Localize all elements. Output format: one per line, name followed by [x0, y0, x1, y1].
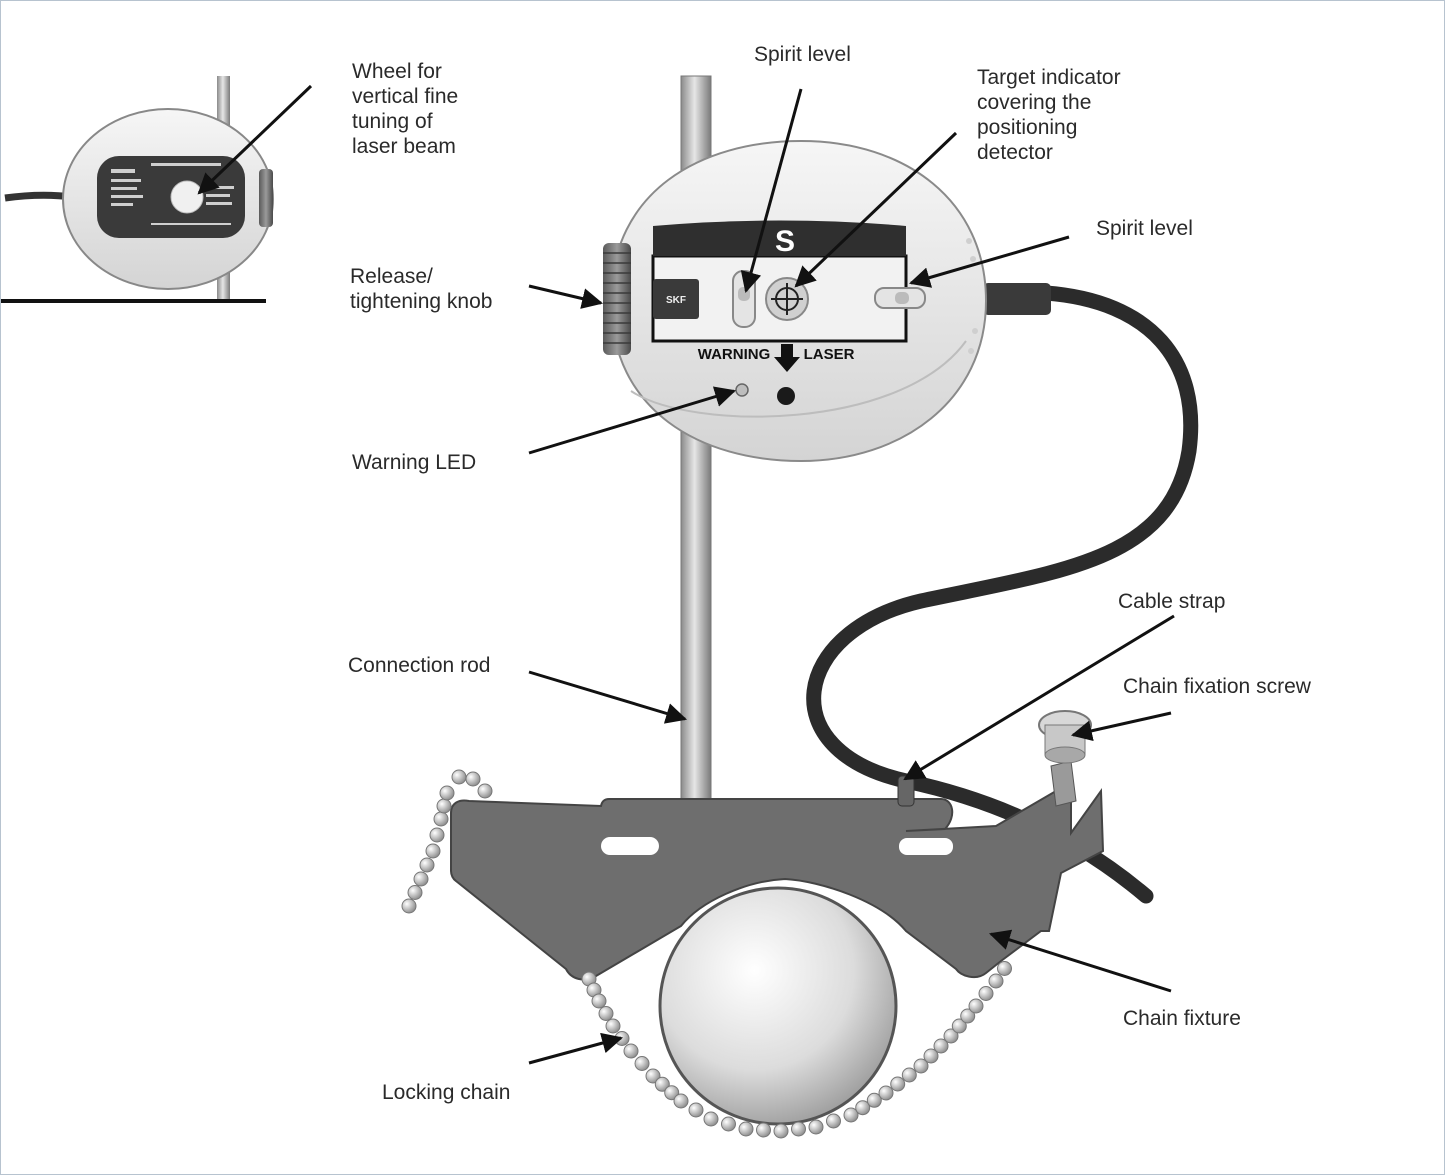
chain-bead	[477, 783, 493, 799]
chain-bead	[890, 1076, 906, 1092]
chain-bead	[968, 998, 984, 1014]
arrow-cable-strap	[903, 614, 1175, 781]
warning-text: WARNING	[698, 346, 771, 363]
chain-bead	[866, 1092, 882, 1108]
label-target-indicator: Target indicator covering the positionin…	[977, 66, 1121, 164]
plate-slot-right	[899, 838, 953, 855]
label-spirit-level-right: Spirit level	[1096, 217, 1193, 240]
chain-bead	[433, 811, 449, 827]
chain-bead	[978, 986, 994, 1001]
label-spirit-level-top: Spirit level	[754, 43, 851, 66]
inset-view	[1, 76, 274, 303]
chain-bead	[451, 769, 467, 785]
chain-bead	[413, 871, 429, 887]
chain-bead	[855, 1100, 871, 1116]
label-locking-chain: Locking chain	[382, 1081, 511, 1104]
arrow-chain-fixture	[988, 929, 1172, 993]
chain-bead	[756, 1122, 771, 1138]
arrow-spirit-level-right	[908, 235, 1070, 288]
chain-bead	[623, 1043, 639, 1059]
chain-bead	[439, 785, 455, 801]
chain-bead	[960, 1008, 976, 1024]
chain-bead	[429, 827, 445, 843]
arrow-warning-led	[528, 386, 737, 455]
arrow-wheel	[197, 84, 313, 195]
chain-bead	[419, 857, 435, 873]
chain-bead	[913, 1058, 929, 1074]
chain-bead	[703, 1111, 719, 1127]
chain-bead	[808, 1119, 824, 1135]
arrow-chain-fixation-screw	[1070, 711, 1172, 742]
chain-bead	[673, 1093, 689, 1109]
cable-connector	[983, 283, 1051, 315]
unit-letter: S	[775, 225, 795, 258]
chain-bead	[901, 1067, 917, 1083]
chain-bead	[645, 1068, 661, 1084]
arrow-target-indicator	[794, 131, 958, 288]
warning-led	[735, 383, 749, 397]
brand-badge	[653, 279, 699, 319]
chain-bead	[988, 973, 1004, 989]
arrow-release-knob	[528, 284, 604, 309]
arrow-spirit-level-top	[740, 88, 803, 294]
chain-bead	[425, 843, 441, 859]
chain-bead	[591, 993, 607, 1009]
cable-strap	[897, 775, 915, 807]
release-tightening-knob	[603, 243, 631, 355]
chain-bead	[721, 1116, 736, 1132]
chain-bead	[605, 1018, 621, 1034]
panel-top-band	[653, 220, 906, 256]
label-release-knob: Release/ tightening knob	[350, 265, 493, 313]
chain-bead	[933, 1038, 949, 1054]
chain-bead	[943, 1028, 959, 1044]
label-wheel-fine-tuning: Wheel for vertical fine tuning of laser …	[352, 60, 459, 158]
chain-bead	[843, 1107, 859, 1123]
laser-aperture	[777, 387, 795, 405]
cable	[806, 285, 1199, 904]
chain-fixation-screw	[1038, 710, 1092, 807]
chain-bead	[738, 1121, 754, 1137]
warning-arrow-icon	[774, 344, 800, 372]
chain-bead	[634, 1056, 650, 1071]
chain-bead	[407, 885, 423, 900]
inset-fine-tuning-wheel-face	[170, 180, 204, 214]
arrow-connection-rod	[528, 670, 688, 724]
label-cable-strap: Cable strap	[1118, 590, 1226, 613]
chain-bead	[878, 1085, 894, 1101]
label-warning-led: Warning LED	[352, 451, 477, 474]
crosshair-target-icon	[765, 277, 809, 321]
inset-fine-tuning-wheel	[259, 169, 273, 227]
arrow-locking-chain	[528, 1032, 624, 1065]
label-chain-fixture: Chain fixture	[1123, 1007, 1241, 1030]
label-chain-fixation-screw: Chain fixation screw	[1123, 675, 1311, 698]
plate-slot-left	[601, 837, 659, 855]
chain-bead	[826, 1113, 841, 1129]
chain-bead	[688, 1102, 704, 1118]
label-connection-rod: Connection rod	[348, 654, 491, 677]
laser-text: LASER	[804, 346, 855, 363]
chain-bead	[997, 961, 1012, 976]
chain-bead	[791, 1121, 806, 1137]
locking-chain	[401, 769, 1012, 1139]
chain-bead	[773, 1123, 789, 1139]
shaft	[658, 886, 898, 1126]
chain-bead	[436, 798, 452, 814]
chain-bead	[465, 771, 481, 787]
chain-bead	[598, 1006, 614, 1021]
chain-bead	[401, 898, 417, 914]
chain-bead	[654, 1076, 670, 1092]
chain-bead	[664, 1085, 680, 1101]
svg-text:SKF: SKF	[666, 295, 686, 306]
chain-bead	[923, 1048, 939, 1064]
chain-bead	[951, 1018, 967, 1034]
